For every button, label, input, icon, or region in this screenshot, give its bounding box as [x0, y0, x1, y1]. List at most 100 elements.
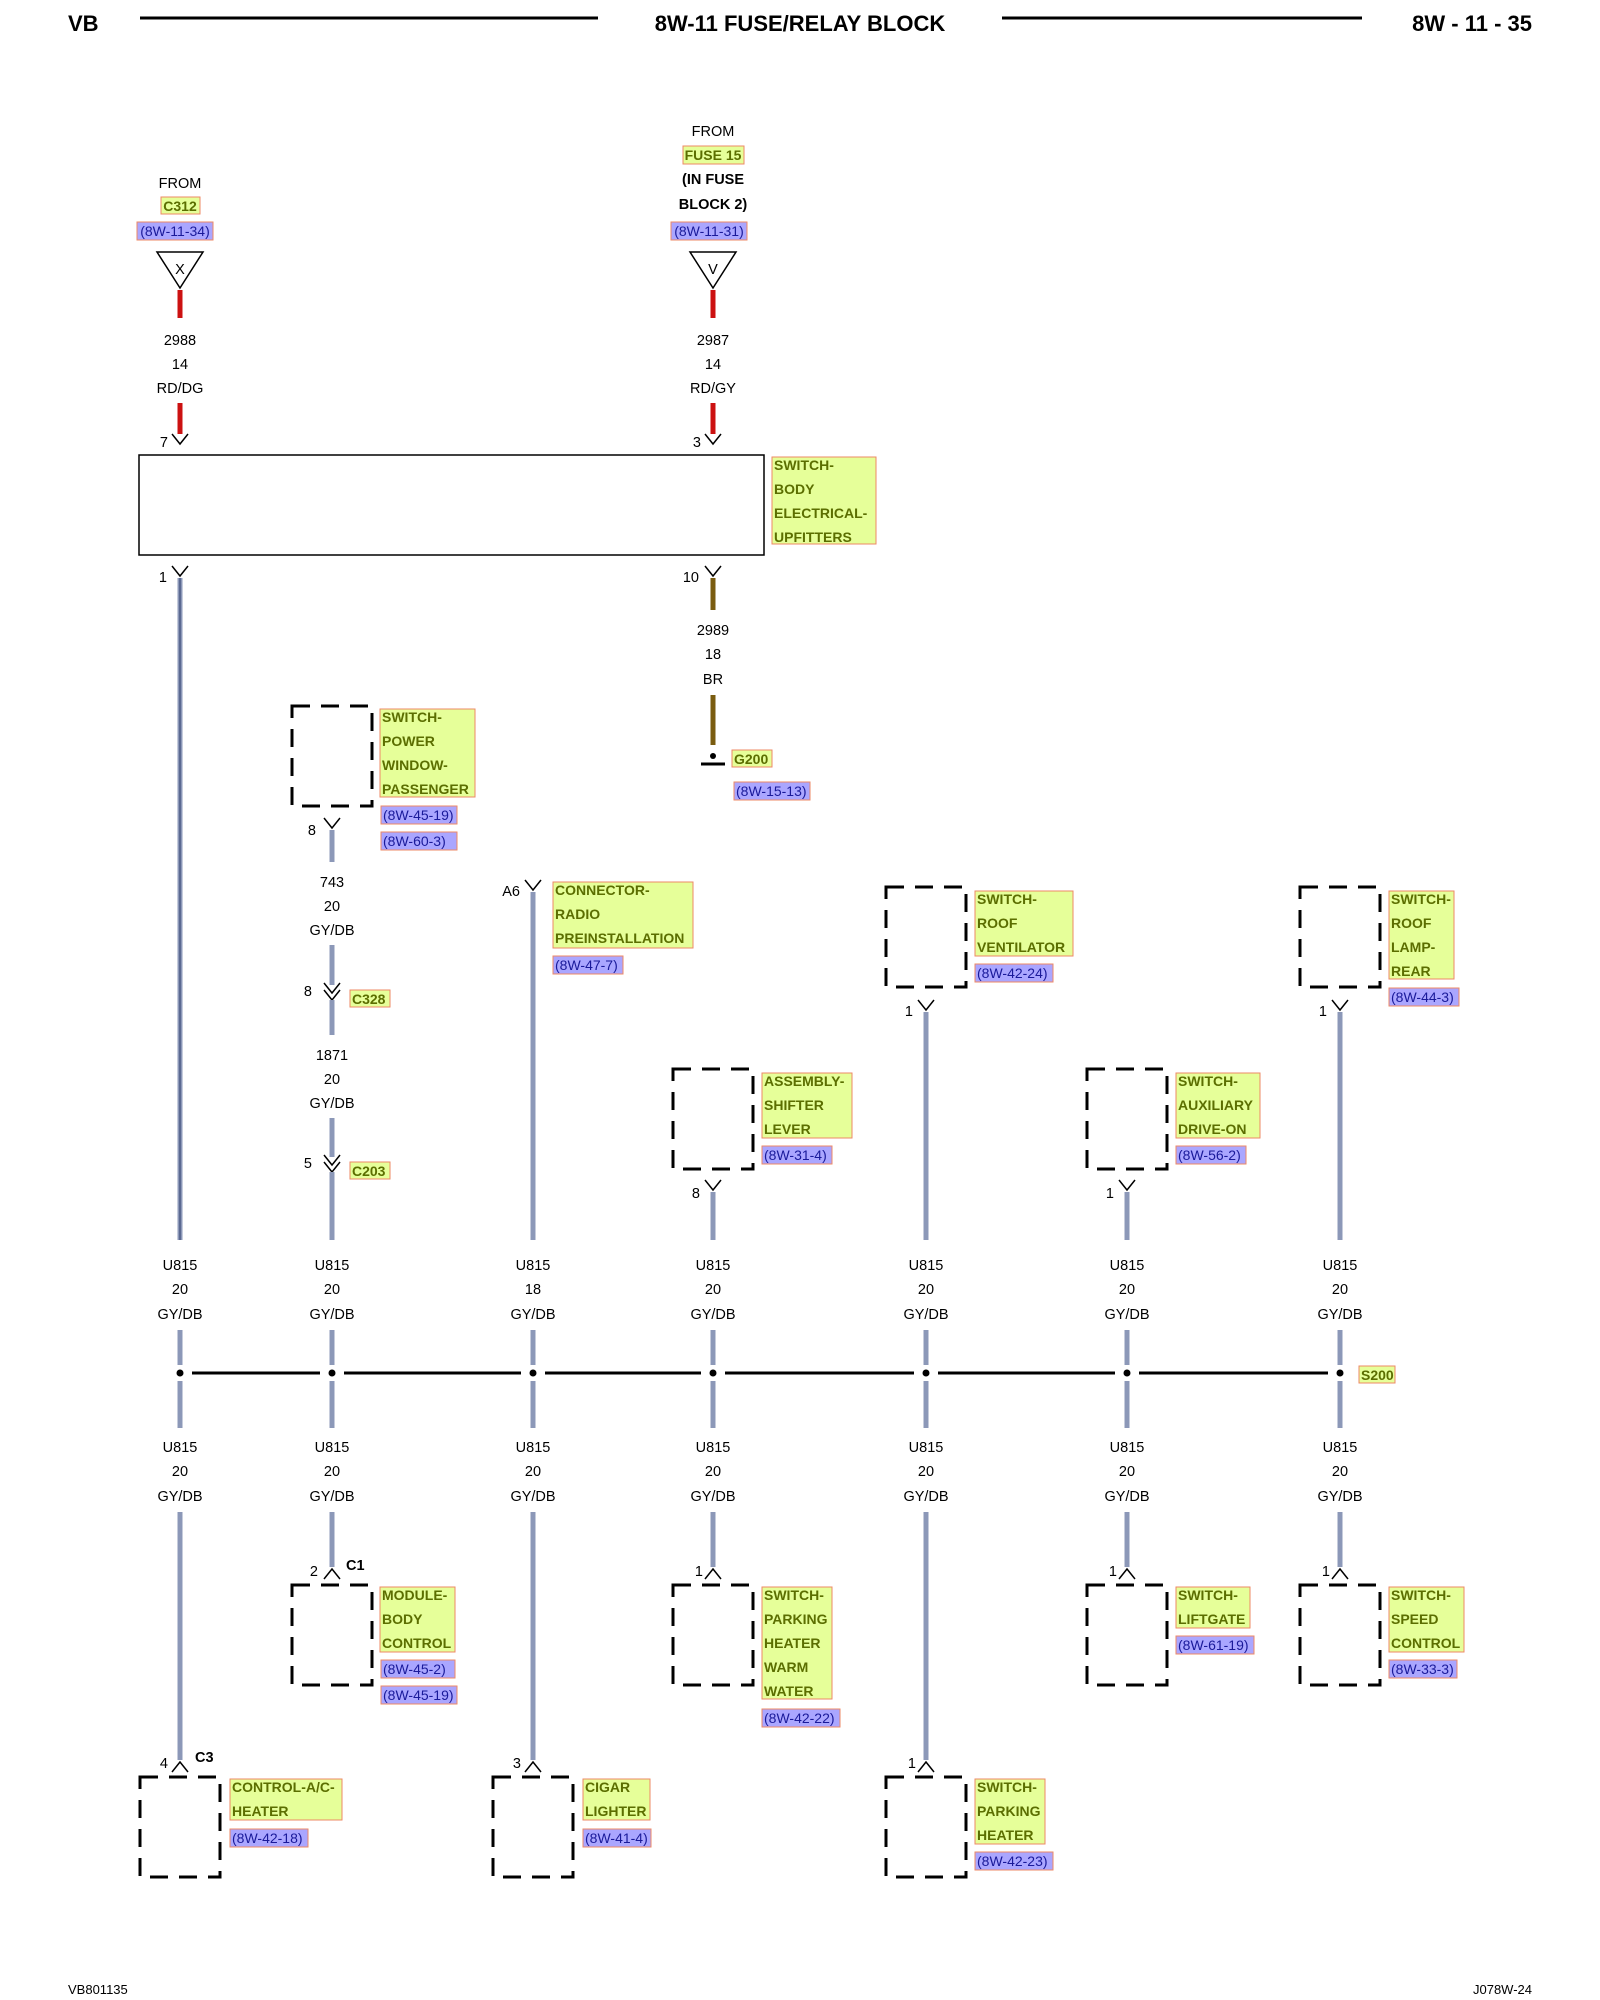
wire-color: GY/DB [510, 1307, 555, 1323]
component-label-line: WATER [764, 1683, 814, 1699]
wire-color: GY/DB [903, 1489, 948, 1505]
component-label-line: POWER [382, 733, 435, 749]
wire-circuit: 2988 [164, 333, 196, 349]
bus-lower-labels: U815 20 GY/DB U815 20 GY/DB U815 20 GY/D… [157, 1440, 1362, 1505]
component-ref: (8W-56-2) [1178, 1147, 1241, 1163]
wire-gauge: 18 [525, 1282, 541, 1298]
component-label-line: LIFTGATE [1178, 1611, 1245, 1627]
radio-connector: A6 CONNECTOR- RADIO PREINSTALLATION (8W-… [502, 879, 694, 1240]
pin-number: 1 [159, 570, 167, 586]
pin-number: 1 [1109, 1564, 1117, 1580]
source-ref: (8W-11-34) [140, 223, 210, 239]
component-ref: (8W-41-4) [585, 1830, 648, 1846]
pin-number: 1 [1319, 1004, 1327, 1020]
component-ref: (8W-42-18) [232, 1830, 303, 1846]
pin-number: 1 [1106, 1186, 1114, 1202]
wire-color: GY/DB [157, 1489, 202, 1505]
pin-number: 3 [693, 435, 701, 451]
wire-color: GY/DB [309, 1489, 354, 1505]
wire-circuit: U815 [315, 1440, 350, 1456]
wire-color: RD/GY [690, 381, 736, 397]
pin-number: 3 [513, 1756, 521, 1772]
ground-ref: (8W-15-13) [736, 783, 807, 799]
component-ref: (8W-42-22) [764, 1710, 835, 1726]
parking-heater-switch: 1 SWITCH- PARKING HEATER (8W-42-23) [884, 1756, 1054, 1879]
connector-triangle-icon [155, 251, 205, 290]
pin-number: 1 [1322, 1564, 1330, 1580]
component-label-line: SWITCH- [1391, 891, 1451, 907]
component-label-line: PASSENGER [382, 781, 469, 797]
wire-color: GY/DB [157, 1307, 202, 1323]
wire-gauge: 20 [1332, 1464, 1348, 1480]
roof-ventilator-switch: SWITCH- ROOF VENTILATOR (8W-42-24) 1 [884, 885, 1074, 1240]
pin-number: 1 [905, 1004, 913, 1020]
lower-wires [177, 1512, 1343, 1760]
connector-name: C203 [352, 1163, 386, 1179]
window-switch: SWITCH- POWER WINDOW- PASSENGER (8W-45-1… [290, 704, 476, 851]
component-label-line: HEATER [764, 1635, 821, 1651]
component-label-line: SPEED [1391, 1611, 1438, 1627]
pin-number: 7 [160, 435, 168, 451]
component-label-line: MODULE- [382, 1587, 448, 1603]
liftgate-switch: 1 SWITCH- LIFTGATE (8W-61-19) [1085, 1564, 1255, 1687]
component-ref: (8W-42-23) [977, 1853, 1048, 1869]
wire-gauge: 20 [705, 1464, 721, 1480]
header-title: 8W-11 FUSE/RELAY BLOCK [655, 11, 946, 36]
wire-color: RD/DG [157, 381, 204, 397]
connector-name: C328 [352, 991, 386, 1007]
ac-heater-control: 4 C3 CONTROL-A/C- HEATER (8W-42-18) [138, 1750, 343, 1879]
pin-number: 5 [304, 1156, 312, 1172]
pin-number: 10 [683, 570, 699, 586]
wire-color: GY/DB [309, 1307, 354, 1323]
component-label-line: CONNECTOR- [555, 882, 650, 898]
window-path: 743 20 GY/DB 8 C328 1871 20 GY/DB 5 C203 [304, 830, 391, 1240]
wire-gauge: 20 [324, 1072, 340, 1088]
component-label-line: SWITCH- [774, 457, 834, 473]
source-symbol: V [708, 262, 718, 278]
component-ref: (8W-45-19) [383, 807, 454, 823]
component-label-line: SWITCH- [1178, 1073, 1238, 1089]
component-label-line: PREINSTALLATION [555, 930, 684, 946]
component-ref: (8W-44-3) [1391, 989, 1454, 1005]
wire-circuit: U815 [1323, 1258, 1358, 1274]
component-label-line: BODY [774, 481, 815, 497]
wire-color: GY/DB [1317, 1489, 1362, 1505]
wire-gauge: 14 [705, 357, 721, 373]
source-ref: (8W-11-31) [674, 223, 744, 239]
component-label-line: REAR [1391, 963, 1431, 979]
wire-circuit: U815 [909, 1258, 944, 1274]
splice-bus: S200 [168, 1330, 1396, 1428]
component-label-line: CIGAR [585, 1779, 630, 1795]
wire-circuit: U815 [516, 1258, 551, 1274]
wire-color: GY/DB [903, 1307, 948, 1323]
component-label-line: SWITCH- [977, 1779, 1037, 1795]
source-name: C312 [163, 198, 197, 214]
pin-number: A6 [502, 884, 520, 900]
component-label-line: SWITCH- [764, 1587, 824, 1603]
wire-circuit: U815 [909, 1440, 944, 1456]
connector-name: C1 [346, 1558, 365, 1574]
pin-number: 4 [160, 1756, 168, 1772]
component-label-line: DRIVE-ON [1178, 1121, 1246, 1137]
component-ref: (8W-42-24) [977, 965, 1048, 981]
wire-gauge: 20 [918, 1282, 934, 1298]
wire-gauge: 20 [324, 1282, 340, 1298]
upfitter-switch: SWITCH- BODY ELECTRICAL- UPFITTERS 1 10 [138, 454, 877, 586]
auxiliary-drive-on-switch: SWITCH- AUXILIARY DRIVE-ON (8W-56-2) 1 [1085, 1067, 1261, 1240]
body-control-module: 2 C1 MODULE- BODY CONTROL (8W-45-2) (8W-… [290, 1558, 458, 1705]
footer-figure-code: J078W-24 [1473, 1982, 1532, 1997]
connector-name: C3 [195, 1750, 214, 1766]
component-label-line: CONTROL-A/C- [232, 1779, 335, 1795]
pin-number: 2 [310, 1564, 318, 1580]
roof-lamp-rear-switch: SWITCH- ROOF LAMP- REAR (8W-44-3) 1 [1298, 885, 1460, 1240]
wire-gauge: 14 [172, 357, 188, 373]
window-switch-box [290, 704, 374, 808]
wire-gauge: 20 [172, 1282, 188, 1298]
component-label-line: UPFITTERS [774, 529, 852, 545]
component-label-line: HEATER [977, 1827, 1034, 1843]
wire-circuit: U815 [696, 1440, 731, 1456]
source-from-label: FROM [159, 176, 202, 192]
pin-number: 8 [304, 984, 312, 1000]
component-label-line: RADIO [555, 906, 600, 922]
